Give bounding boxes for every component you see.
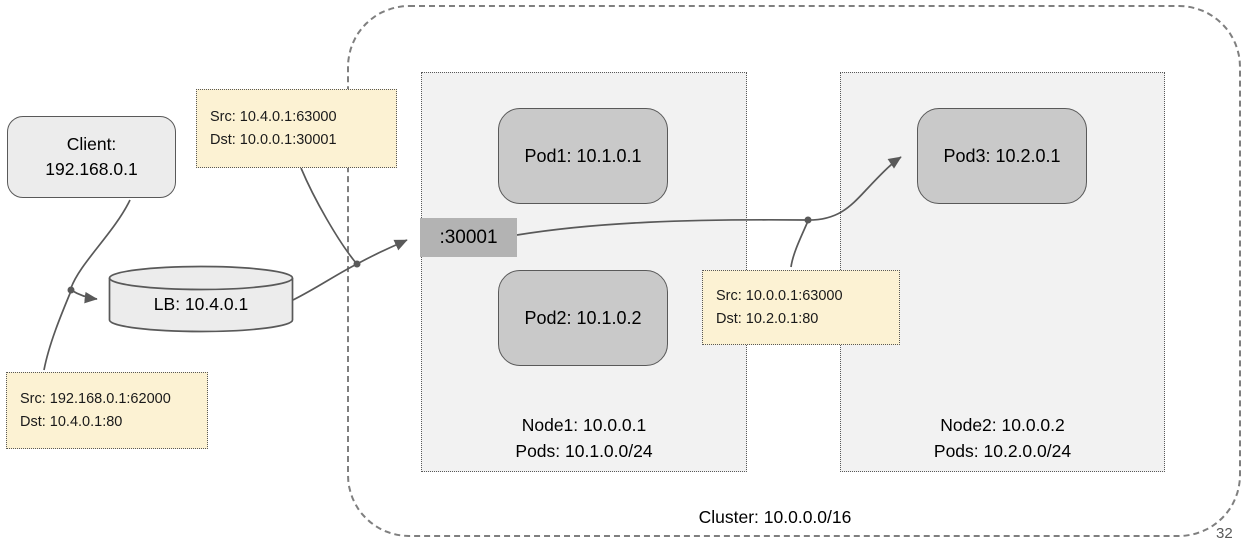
nat-note-lb-to-node: Src: 10.4.0.1:63000 Dst: 10.0.0.1:30001: [196, 89, 397, 168]
pod2-box: Pod2: 10.1.0.2: [498, 270, 668, 366]
lb-cylinder: LB: 10.4.0.1: [106, 264, 296, 334]
pod2-label: Pod2: 10.1.0.2: [524, 307, 642, 328]
nat-note-node-to-pod: Src: 10.0.0.1:63000 Dst: 10.2.0.1:80: [702, 270, 900, 345]
pod3-label: Pod3: 10.2.0.1: [943, 145, 1061, 166]
junction-to-lb-arrow: [70, 289, 98, 304]
nat-note-client-to-lb: Src: 192.168.0.1:62000 Dst: 10.4.0.1:80: [6, 372, 208, 449]
pod1-box: Pod1: 10.1.0.1: [498, 108, 668, 204]
pod3-box: Pod3: 10.2.0.1: [917, 108, 1087, 204]
client-label-line1: Client:: [66, 134, 117, 154]
nodeport-tag: :30001: [420, 218, 517, 257]
node2-caption-line1: Node2: 10.0.0.2: [940, 415, 1065, 435]
node2-caption-line2: Pods: 10.2.0.0/24: [933, 441, 1072, 461]
client-label-line2: 192.168.0.1: [45, 159, 138, 179]
node1-caption-line2: Pods: 10.1.0.0/24: [515, 441, 653, 461]
node1-caption-line1: Node1: 10.0.0.1: [521, 415, 647, 435]
pod1-label: Pod1: 10.1.0.1: [524, 145, 642, 166]
nodeport-label: :30001: [439, 226, 498, 248]
cluster-caption: Cluster: 10.0.0.0/16: [698, 507, 852, 527]
note-src-line: Src: 192.168.0.1:62000: [20, 390, 171, 407]
cylinder-shape: [108, 265, 294, 333]
note-src-line: Src: 10.0.0.1:63000: [716, 287, 843, 304]
node2-caption: Node2: 10.0.0.2 Pods: 10.2.0.0/24: [840, 412, 1165, 464]
junction-dot: [67, 286, 75, 294]
client-box: Client: 192.168.0.1: [7, 116, 176, 198]
junction-to-note-connector: [43, 290, 72, 371]
note-dst-line: Dst: 10.0.0.1:30001: [210, 131, 337, 148]
note-dst-line: Dst: 10.2.0.1:80: [716, 310, 819, 327]
lb-label: LB: 10.4.0.1: [153, 294, 249, 314]
note-dst-line: Dst: 10.4.0.1:80: [20, 413, 123, 430]
page-number: 32: [1216, 525, 1233, 542]
node1-caption: Node1: 10.0.0.1 Pods: 10.1.0.0/24: [421, 412, 747, 464]
note-src-line: Src: 10.4.0.1:63000: [210, 108, 337, 125]
